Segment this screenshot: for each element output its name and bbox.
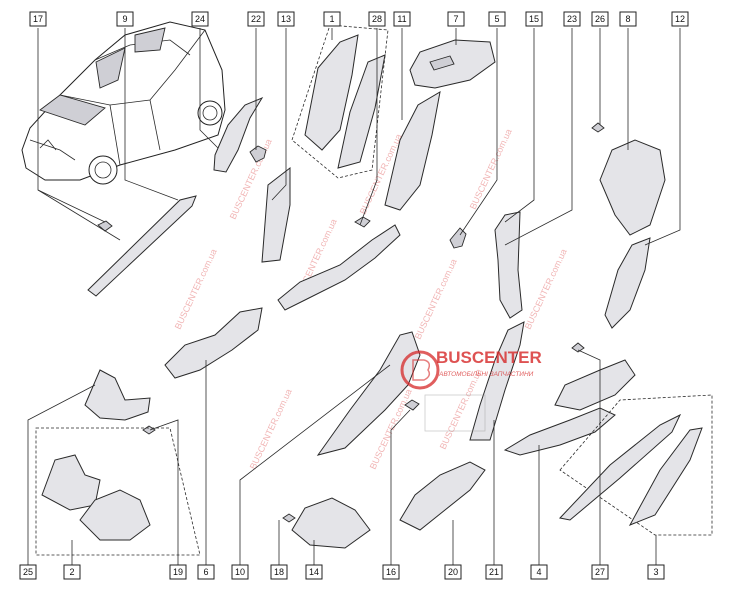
group-3-outline	[559, 394, 713, 536]
part-14	[291, 497, 371, 549]
callout-18: 18	[274, 567, 284, 577]
part-27-panel	[554, 359, 636, 411]
callout-labels: 17 9 24 22 13 1 28 11 7 5 15 23 26 8 12 …	[19, 11, 689, 580]
part-20	[399, 461, 486, 531]
callout-4: 4	[536, 567, 541, 577]
logo-text: BUSCENTER	[436, 348, 542, 367]
leader-lines	[27, 28, 681, 565]
callout-13: 13	[281, 14, 291, 24]
part-9	[87, 195, 197, 297]
callout-1: 1	[329, 14, 334, 24]
part-28-strip	[277, 224, 401, 311]
group-2-outline	[35, 427, 201, 556]
callout-20: 20	[448, 567, 458, 577]
part-15	[494, 211, 523, 319]
parts-layer	[35, 24, 713, 556]
part-3a	[559, 413, 682, 521]
wm-site-7: BUSCENTER.com.ua	[523, 247, 569, 331]
wm-site-6: BUSCENTER.com.ua	[468, 127, 514, 211]
callout-15: 15	[529, 14, 539, 24]
callout-28: 28	[372, 14, 382, 24]
vehicle-illustration	[21, 21, 226, 185]
part-1	[304, 34, 359, 151]
callout-24: 24	[195, 14, 205, 24]
wm-site-1: BUSCENTER.com.ua	[173, 247, 219, 331]
part-8	[599, 139, 666, 236]
part-18	[282, 513, 296, 523]
part-28-trim	[337, 54, 386, 169]
part-19	[142, 425, 156, 435]
callout-26: 26	[595, 14, 605, 24]
part-3b	[628, 427, 703, 526]
part-24	[213, 96, 264, 173]
callout-10: 10	[235, 567, 245, 577]
part-21	[469, 321, 525, 441]
callout-5: 5	[494, 14, 499, 24]
callout-16: 16	[386, 567, 396, 577]
wm-site-5: BUSCENTER.com.ua	[413, 257, 459, 341]
callout-14: 14	[309, 567, 319, 577]
callout-9: 9	[122, 14, 127, 24]
part-10	[316, 331, 421, 456]
part-6	[164, 307, 263, 379]
callout-3: 3	[653, 567, 658, 577]
part-26	[591, 122, 605, 133]
buscenter-logo: BUSCENTER АВТОМОБІЛЬНІ ЗАПЧАСТИНИ	[400, 348, 542, 432]
callout-6: 6	[203, 567, 208, 577]
logo-subtitle: АВТОМОБІЛЬНІ ЗАПЧАСТИНИ	[438, 371, 534, 378]
part-17	[97, 220, 113, 232]
part-22	[249, 145, 267, 163]
callout-23: 23	[567, 14, 577, 24]
callout-12: 12	[675, 14, 685, 24]
callout-2: 2	[69, 567, 74, 577]
callout-7: 7	[453, 14, 458, 24]
part-5	[449, 227, 467, 249]
callout-22: 22	[251, 14, 261, 24]
wm-site-8: BUSCENTER.com.ua	[248, 387, 294, 471]
part-2b	[79, 489, 151, 541]
callout-19: 19	[173, 567, 183, 577]
callout-8: 8	[625, 14, 630, 24]
callout-11: 11	[397, 14, 406, 24]
part-11	[384, 91, 441, 211]
callout-17: 17	[33, 14, 43, 24]
part-13	[261, 166, 291, 263]
part-16	[404, 399, 420, 411]
part-2a	[41, 454, 101, 511]
part-12	[604, 237, 651, 329]
callout-21: 21	[489, 567, 499, 577]
part-4	[503, 407, 616, 456]
part-25	[84, 369, 151, 421]
callout-25: 25	[23, 567, 33, 577]
callout-27: 27	[595, 567, 605, 577]
part-27	[571, 342, 585, 353]
